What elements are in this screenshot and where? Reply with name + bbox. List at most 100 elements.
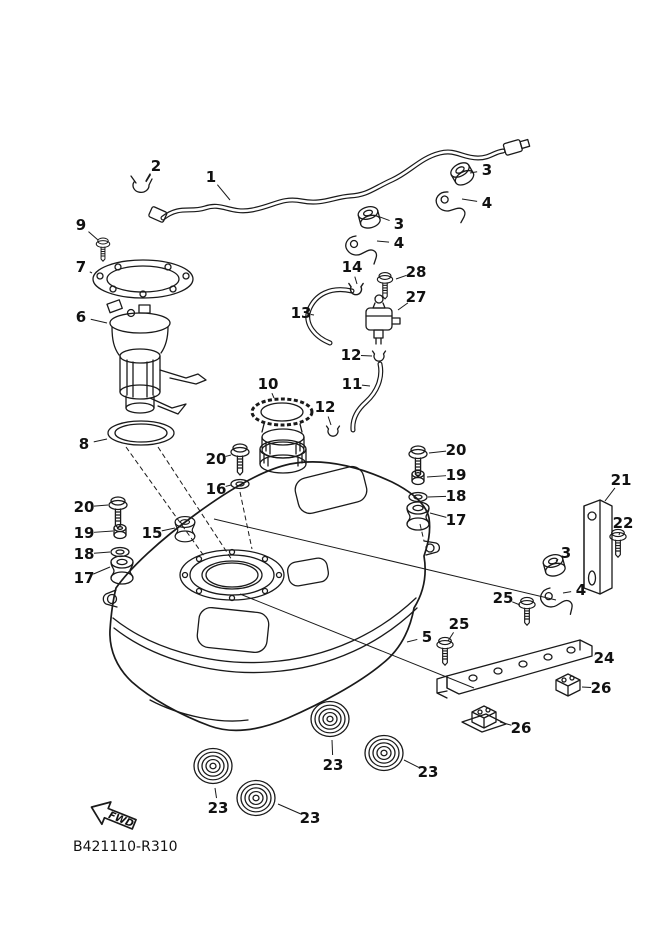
leader-line-25a [512, 601, 521, 606]
grommet-3b [356, 203, 383, 231]
part-callout-14: 14 [342, 258, 363, 276]
washer-18b [110, 546, 130, 558]
fuel-pump-assembly [106, 299, 207, 415]
pad-23c [193, 747, 233, 785]
leader-line-3c [555, 558, 559, 562]
bolt-9 [95, 237, 111, 262]
part-callout-4a: 4 [482, 194, 492, 212]
breather-hose-13 [305, 287, 355, 346]
holder-4c [539, 585, 574, 618]
leader-line-3b [379, 216, 390, 222]
leader-line-17b [93, 566, 111, 575]
leader-line-7 [89, 271, 93, 274]
grommet-17a [406, 501, 430, 531]
part-callout-17a: 17 [446, 511, 467, 529]
part-callout-26b: 26 [511, 719, 532, 737]
holder-4a [432, 189, 469, 224]
leader-line-4a [461, 198, 478, 202]
part-callout-3b: 3 [394, 215, 404, 233]
breather-hose-11 [350, 361, 384, 433]
part-callout-7: 7 [76, 258, 86, 276]
pad-23a [310, 700, 350, 738]
leader-line-4c [562, 591, 572, 594]
leader-line-12b [327, 416, 332, 426]
leader-line-22 [618, 532, 621, 536]
filler-neck [259, 439, 307, 474]
leader-line-15 [161, 527, 176, 532]
bolt-20a [230, 443, 250, 476]
leader-line-10 [271, 392, 275, 399]
leader-line-12a [360, 354, 373, 357]
leader-line-1 [216, 184, 231, 201]
leader-line-23c [214, 787, 218, 799]
pad-23b [364, 734, 404, 772]
leader-line-5 [406, 638, 418, 643]
hose-end-fitting-left [148, 206, 168, 223]
part-callout-26a: 26 [591, 679, 612, 697]
bracket-24 [436, 639, 593, 699]
part-callout-25a: 25 [493, 589, 514, 607]
leader-line-20a [225, 454, 232, 457]
part-callout-4c: 4 [576, 581, 586, 599]
pad-23d [236, 779, 276, 817]
part-callout-5: 5 [422, 628, 432, 646]
fwd-arrow: FWD [90, 801, 137, 830]
leader-line-9 [88, 231, 99, 241]
assembly-dashed-lines [125, 446, 425, 561]
part-callout-16: 16 [206, 480, 227, 498]
part-callout-1: 1 [206, 168, 216, 186]
leader-line-3a [469, 171, 478, 174]
part-callout-2: 2 [151, 157, 161, 175]
diagram-code: B421110-R310 [73, 839, 178, 855]
fuel-hose [148, 138, 531, 223]
part-callout-22: 22 [613, 514, 634, 532]
leader-line-19a [426, 475, 447, 478]
rollover-valve [365, 294, 401, 345]
part-callout-23a: 23 [323, 756, 344, 774]
part-callout-6: 6 [76, 308, 86, 326]
leader-line-16 [225, 484, 232, 487]
leader-line-14 [354, 276, 358, 285]
collar-19b [113, 523, 127, 540]
part-callout-24: 24 [594, 649, 615, 667]
hose-clamp [130, 173, 153, 193]
part-callout-15: 15 [142, 524, 163, 542]
leader-line-27 [397, 302, 409, 311]
part-callout-9: 9 [76, 216, 86, 234]
leader-line-23b [403, 759, 420, 768]
leader-line-21 [604, 487, 616, 502]
part-callout-25b: 25 [449, 615, 470, 633]
hose-end-fitting-right [502, 138, 531, 156]
part-callout-19a: 19 [446, 466, 467, 484]
collar-19a [411, 469, 425, 486]
part-callout-20c: 20 [74, 498, 95, 516]
fuel-tank [102, 461, 441, 732]
part-callout-12b: 12 [315, 398, 336, 416]
part-callout-13: 13 [291, 304, 312, 322]
part-callout-18a: 18 [446, 487, 467, 505]
leader-line-11 [361, 384, 371, 387]
leader-line-20c [93, 504, 109, 507]
leader-line-23d [277, 803, 302, 815]
bolt-20c [108, 496, 128, 529]
leader-line-18a [427, 495, 447, 498]
part-callout-8: 8 [79, 435, 89, 453]
damper-26a [555, 673, 581, 697]
part-callout-11: 11 [342, 375, 363, 393]
leader-line-8 [93, 438, 108, 443]
clip-12a [371, 350, 387, 362]
leader-line-28 [395, 274, 407, 280]
bolt-25a [518, 596, 536, 626]
grommet-3a [447, 159, 477, 189]
part-callout-12a: 12 [341, 346, 362, 364]
leader-line-20b [428, 450, 447, 454]
long-leader-lines [213, 518, 557, 689]
part-callout-18b: 18 [74, 545, 95, 563]
tank-gasket [107, 420, 175, 446]
part-callout-27: 27 [406, 288, 427, 306]
leader-line-19b [93, 530, 114, 533]
leader-line-6 [90, 318, 108, 324]
part-callout-3c: 3 [561, 544, 571, 562]
